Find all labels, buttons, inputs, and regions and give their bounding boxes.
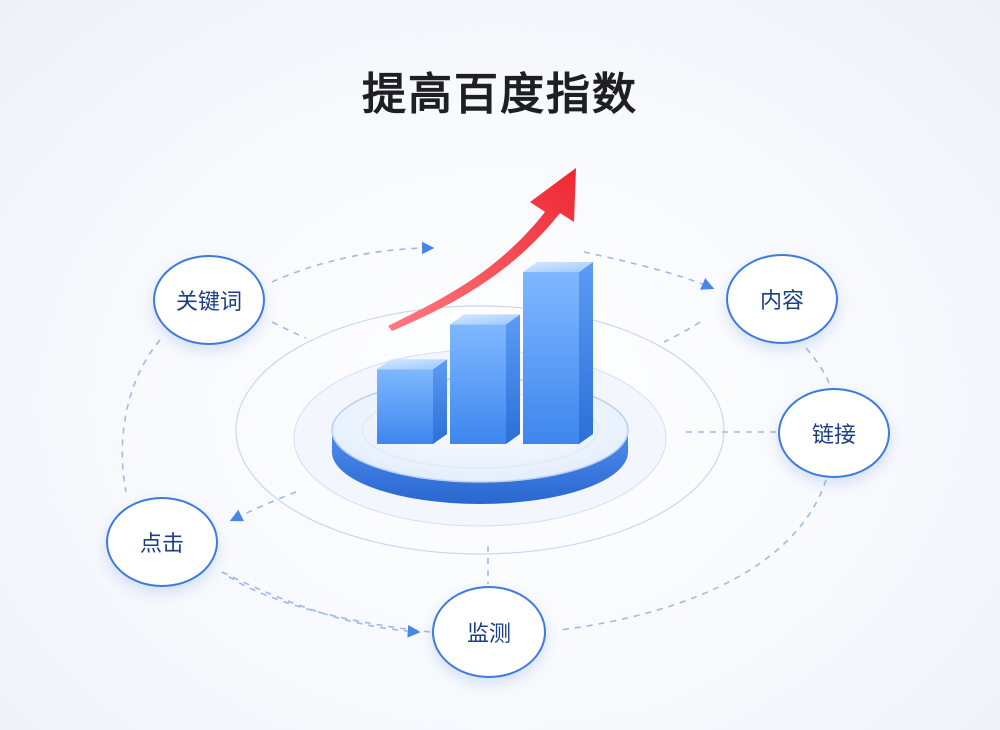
bar-2-front [450,324,506,444]
bar-2-top [450,314,520,325]
bar-1-top [377,359,447,370]
bar-3 [523,262,593,444]
bar-1 [377,359,447,444]
node-monitor[interactable]: 监测 [432,586,546,678]
page-title: 提高百度指数 [362,69,638,120]
bar-1-front [377,369,433,444]
trend-arrow [388,168,576,331]
bar-2 [450,314,520,444]
outer-ring [235,305,725,555]
bar-3-top [523,262,593,272]
node-clicks[interactable]: 点击 [106,497,218,587]
bar-3-side [579,262,593,444]
node-links[interactable]: 链接 [778,388,890,478]
node-content[interactable]: 内容 [726,254,838,344]
bar-3-front [523,272,579,444]
bar-2-side [506,314,520,444]
node-keywords[interactable]: 关键词 [153,255,265,345]
bar-1-side [433,359,447,444]
bar-group [377,262,593,444]
cycle-connectors [121,241,831,638]
